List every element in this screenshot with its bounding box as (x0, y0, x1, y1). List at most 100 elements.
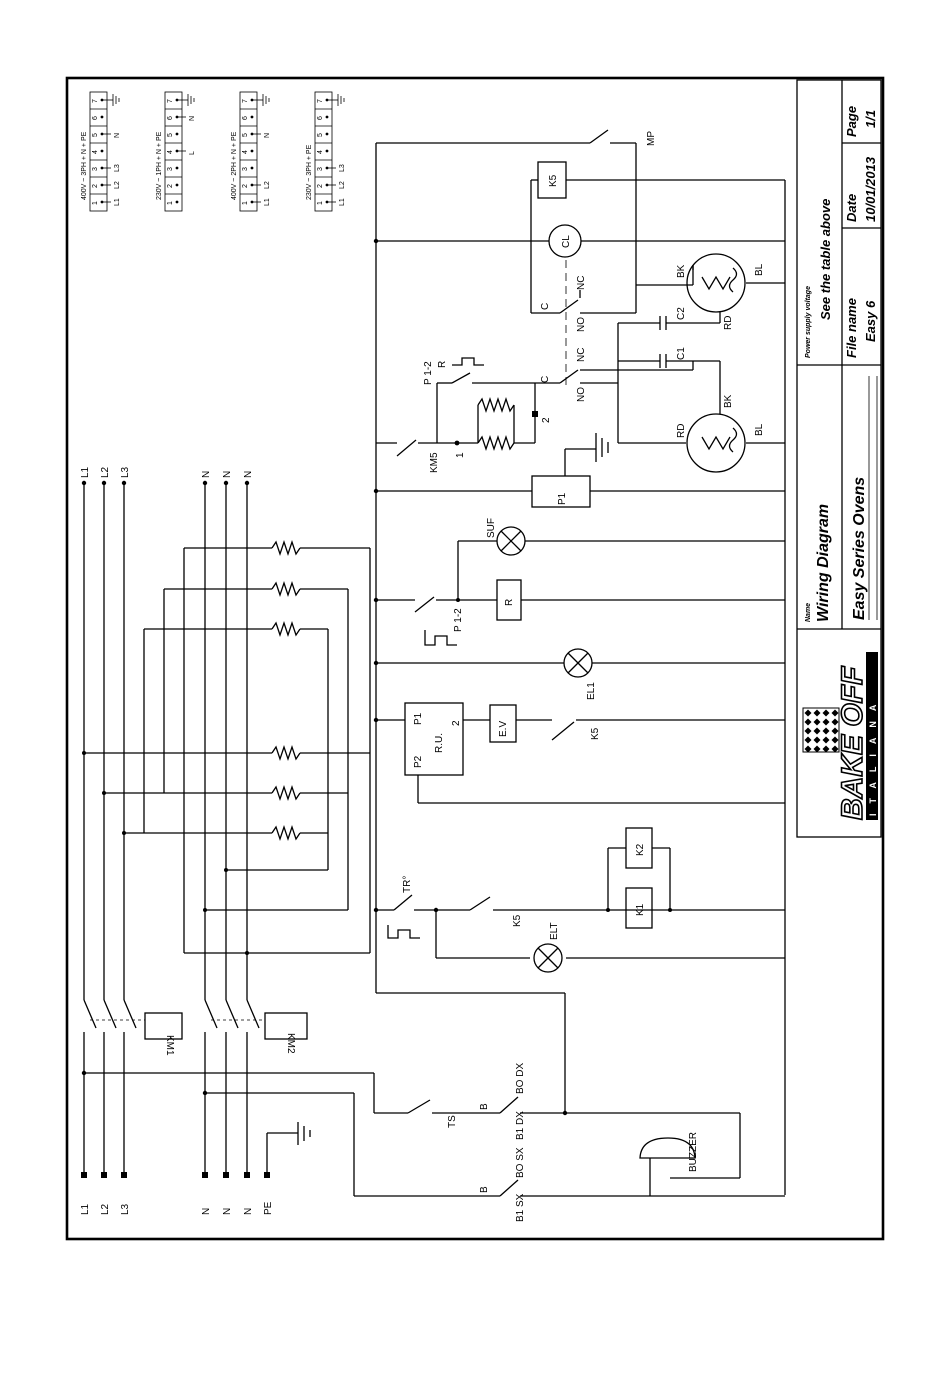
label-nc-lower: NC (576, 348, 587, 362)
label-rd-upper: RD (723, 316, 734, 330)
label-ts: TS (447, 1115, 458, 1128)
terminal-supply-label: L1 (114, 198, 121, 206)
terminal-number: 7 (317, 99, 324, 103)
label-k2: K2 (635, 843, 646, 856)
title-series: Easy Series Ovens (851, 477, 868, 620)
label-n2-top: N (222, 471, 233, 478)
label-term-1: 1 (455, 452, 466, 458)
title-page-label: Page (844, 106, 859, 137)
label-k1: K1 (635, 903, 646, 916)
logo-text: BAKE OFF (836, 666, 869, 820)
supply-table-caption: 400V ~ 3PH + N + PE (81, 131, 88, 200)
label-ru-p1: P1 (413, 712, 424, 725)
label-l1-bottom: L1 (80, 1203, 91, 1215)
terminal-supply-label: L2 (339, 181, 346, 189)
title-name-value: Wiring Diagram (815, 504, 832, 622)
label-p1-sensor: P1 (557, 492, 568, 505)
label-k5-coil: K5 (548, 174, 559, 187)
label-bk-upper: BK (676, 264, 687, 278)
title-date-value: 10/01/2013 (863, 156, 878, 222)
label-elt: ELT (549, 922, 560, 940)
drawing-frame (65, 76, 885, 1241)
label-ru-2: 2 (451, 720, 462, 726)
top-terminals (81, 480, 250, 486)
label-cl: CL (561, 235, 572, 248)
label-r: R (504, 599, 515, 606)
label-n3-top: N (243, 471, 254, 478)
terminal-number: 5 (242, 133, 249, 137)
terminal-supply-label: L1 (264, 198, 271, 206)
label-no-lower: NO (576, 387, 587, 402)
terminal-number: 2 (317, 184, 324, 188)
terminal-supply-label: L2 (264, 181, 271, 189)
terminal-number: 6 (317, 116, 324, 120)
label-bl-upper: BL (754, 263, 765, 276)
label-c-upper: C (540, 303, 551, 310)
label-pe: PE (263, 1201, 274, 1215)
label-c1: C1 (676, 347, 687, 360)
terminal-number: 4 (92, 150, 99, 154)
title-file-value: Easy 6 (863, 300, 878, 342)
title-file-label: File name (844, 298, 859, 358)
terminal-supply-label: L3 (114, 164, 121, 172)
label-km1: KM1 (164, 1035, 175, 1056)
terminal-number: 5 (167, 133, 174, 137)
terminal-number: 7 (242, 99, 249, 103)
label-p12: P 1-2 (453, 608, 464, 632)
terminal-number: 5 (92, 133, 99, 137)
label-p12r-1: P 1-2 (423, 361, 434, 385)
terminal-number: 4 (167, 150, 174, 154)
terminal-number: 1 (242, 201, 249, 205)
title-supply-value: See the table above (818, 199, 833, 320)
terminal-supply-label: L2 (114, 181, 121, 189)
supply-table-caption: 400V ~ 2PH + N + PE (231, 131, 238, 200)
label-ru-p2: P2 (413, 755, 424, 768)
label-km2: KM2 (285, 1033, 296, 1054)
title-page-value: 1/1 (863, 110, 878, 128)
terminal-number: 1 (317, 201, 324, 205)
terminal-number: 2 (92, 184, 99, 188)
label-buzzer: BUZZER (688, 1132, 699, 1172)
terminal-supply-label: L3 (339, 164, 346, 172)
label-n2-bottom: N (222, 1208, 233, 1215)
title-date-label: Date (844, 194, 859, 222)
label-rd-lower: RD (676, 424, 687, 438)
terminal-number: 4 (242, 150, 249, 154)
label-bl-lower: BL (754, 423, 765, 436)
title-block: Name Wiring Diagram Easy Series Ovens Po… (796, 79, 882, 838)
label-el1: EL1 (586, 682, 597, 700)
title-supply-label: Power supply voltage (805, 286, 812, 358)
label-k5-tr: K5 (512, 914, 523, 927)
terminal-number: 6 (167, 116, 174, 120)
supply-table-caption: 230V ~ 1PH + N + PE (156, 131, 163, 200)
bake-off-logo: BAKE OFF ITALIANA (802, 652, 878, 821)
terminal-number: 6 (242, 116, 249, 120)
label-n1-top: N (201, 471, 212, 478)
label-l2-bottom: L2 (100, 1203, 111, 1215)
bottom-terminals (81, 1172, 270, 1178)
supply-table-caption: 230V ~ 3PH + PE (306, 144, 313, 200)
terminal-supply-label: L (189, 151, 196, 155)
terminal-number: 3 (167, 167, 174, 171)
label-c2: C2 (676, 307, 687, 320)
label-k5-ev: K5 (590, 727, 601, 740)
label-l1-top: L1 (80, 466, 91, 478)
terminal-number: 2 (167, 184, 174, 188)
terminal-number: 6 (92, 116, 99, 120)
label-no-upper: NO (576, 317, 587, 332)
label-n1-bottom: N (201, 1208, 212, 1215)
terminal-number: 2 (242, 184, 249, 188)
label-p12r-2: R (437, 361, 448, 368)
label-nc-upper: NC (576, 276, 587, 290)
terminal-number: 4 (317, 150, 324, 154)
terminal-number: 7 (167, 99, 174, 103)
label-km5: KM5 (429, 452, 440, 473)
label-b1-dx: B1 DX (515, 1111, 526, 1140)
label-c-lower: C (540, 376, 551, 383)
label-b-dx: B (479, 1103, 490, 1110)
